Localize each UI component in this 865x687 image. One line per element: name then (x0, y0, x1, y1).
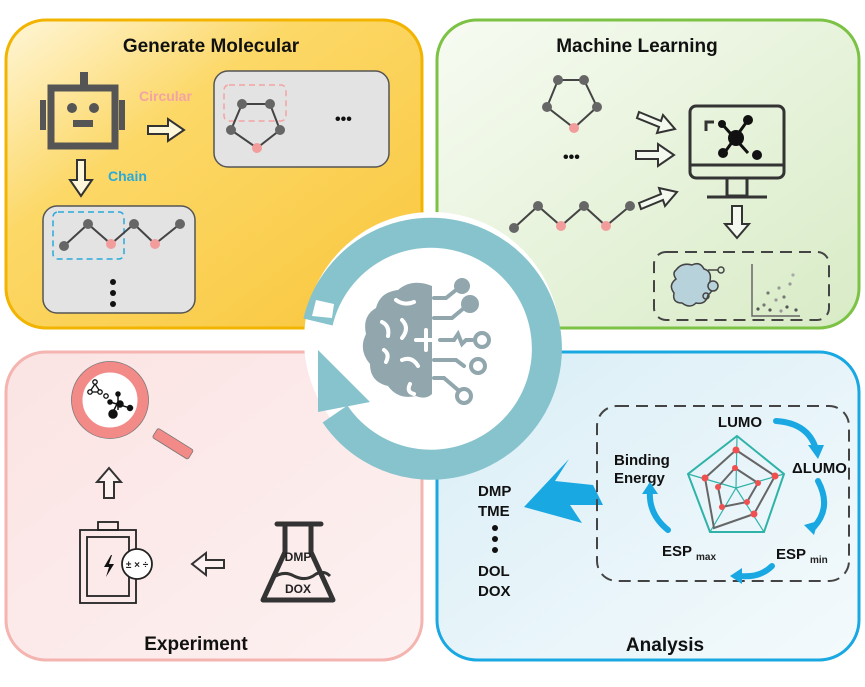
solvent-item: DMP (478, 483, 511, 500)
panel-title-ml: Machine Learning (556, 36, 718, 57)
arrow-up-icon (94, 466, 124, 499)
magnifier-molecule-icon (71, 361, 194, 460)
panel-title-analysis: Analysis (626, 635, 704, 656)
chain-molecule-box (42, 205, 196, 314)
solvent-item: DOX (478, 583, 511, 600)
flask-top-label: DMP (285, 550, 312, 564)
solvent-list: DMP TME DOL DOX (478, 483, 511, 600)
scatter-plot-icon (751, 264, 800, 317)
radar-points (701, 446, 779, 518)
radar-label-esp-min-sub: min (810, 555, 828, 566)
panel-title-generate: Generate Molecular (123, 36, 300, 57)
radar-label-binding-1: Binding (614, 452, 670, 469)
radar-label-esp-min: ESP (776, 546, 806, 563)
arrow-right-icon (147, 117, 186, 143)
radar-label-delta-lumo: ΔLUMO (792, 460, 847, 477)
radar-label-esp-max: ESP (662, 543, 692, 560)
solvent-item: TME (478, 503, 510, 520)
ml-output-box (653, 251, 830, 321)
radar-label-binding-2: Energy (614, 470, 666, 487)
ai-brain-icon (670, 262, 725, 307)
cycle-arrowhead-icon (318, 350, 370, 412)
panel-analysis (435, 350, 861, 662)
solvent-item: DOL (478, 563, 510, 580)
ellipsis: ••• (335, 111, 352, 128)
panel-title-experiment: Experiment (144, 634, 248, 655)
flask-bottom-label: DOX (285, 582, 311, 596)
circular-molecule-box: ••• (213, 70, 390, 168)
battery-calculator-icon: ± × ÷ (79, 521, 153, 604)
radar-chart (686, 434, 786, 533)
arrow-down-icon (722, 205, 752, 240)
arrow-icon (635, 110, 679, 211)
flask-icon: DMP DOX (260, 521, 336, 603)
radar-label-esp-max-sub: max (696, 552, 716, 563)
arrow-down-icon (68, 159, 94, 198)
ml-circular-molecule (542, 75, 602, 133)
computer-molecule-icon (688, 104, 786, 199)
circular-label: Circular (139, 88, 192, 104)
big-arrow-left-icon (524, 459, 603, 523)
ml-chain-molecule (509, 201, 635, 233)
robot-icon (40, 72, 125, 150)
radar-box (596, 405, 850, 582)
brain-circuit-icon (362, 278, 491, 405)
radar-label-lumo: LUMO (718, 414, 762, 431)
cycle-arrowheads (642, 445, 824, 584)
ml-ellipsis: ••• (563, 149, 580, 166)
arrow-left-icon (190, 550, 225, 578)
chain-label: Chain (108, 168, 147, 184)
calculator-symbols: ± × ÷ (126, 560, 149, 571)
